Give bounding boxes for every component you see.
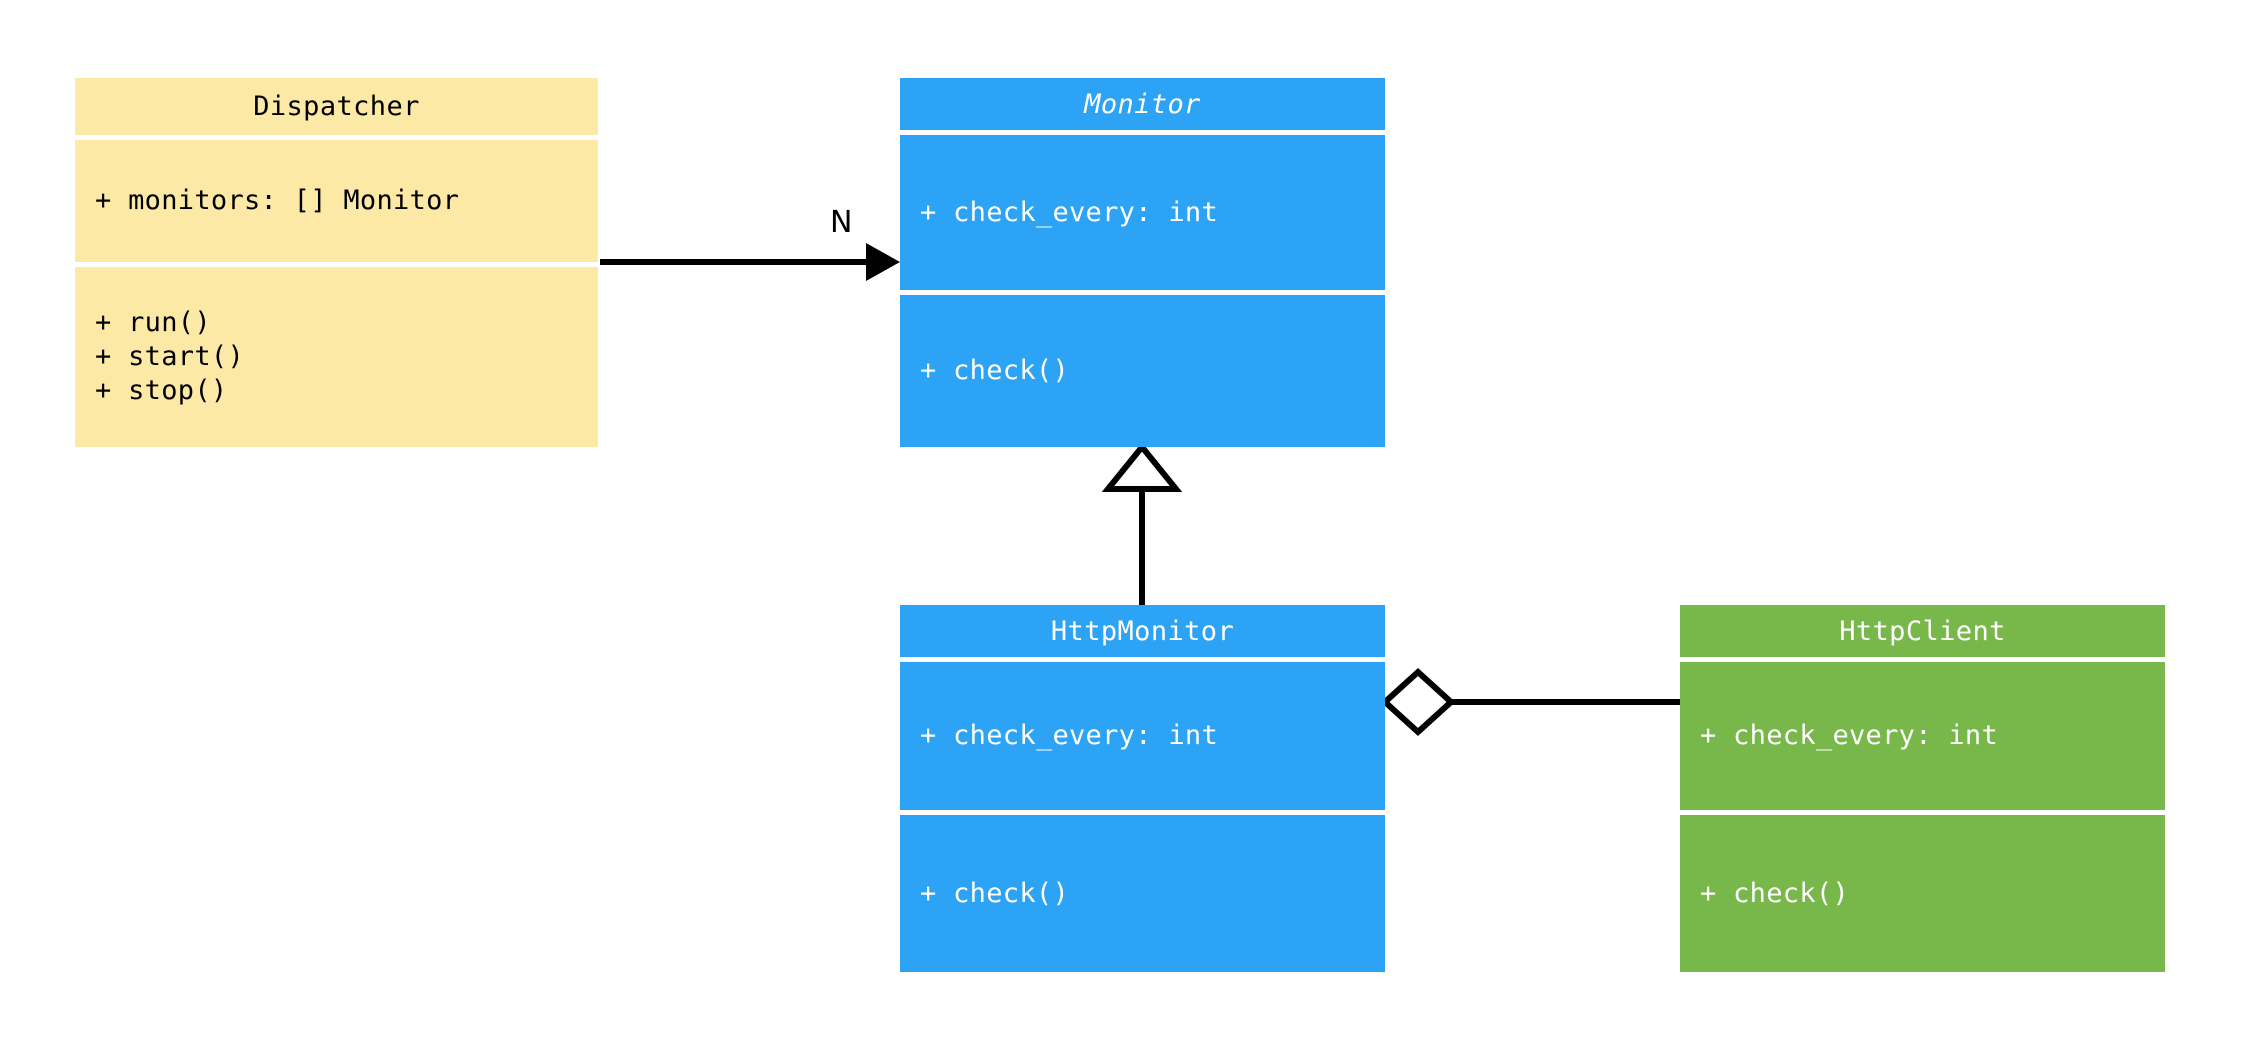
- class-methods-compartment: + check(): [900, 815, 1385, 972]
- class-title-compartment: HttpMonitor: [900, 605, 1385, 657]
- attribute-item: + check_every: int: [920, 720, 1218, 751]
- method-item: + check(): [1700, 877, 1849, 909]
- class-box-dispatcher[interactable]: Dispatcher + monitors: [] Monitor + run(…: [75, 78, 598, 447]
- class-methods-compartment: + check(): [900, 295, 1385, 447]
- filled-arrowhead-icon: [866, 243, 900, 281]
- class-title-compartment: Dispatcher: [75, 78, 598, 135]
- class-title-compartment: Monitor: [900, 78, 1385, 130]
- class-methods-compartment: + run() + start() + stop(): [75, 267, 598, 447]
- association-multiplicity-label: N: [830, 205, 853, 240]
- hollow-diamond-icon: [1380, 667, 1456, 737]
- hollow-triangle-icon: [1101, 442, 1183, 492]
- class-attributes-compartment: + check_every: int: [900, 662, 1385, 810]
- class-name-dispatcher: Dispatcher: [253, 91, 420, 122]
- class-box-monitor[interactable]: Monitor + check_every: int + check(): [900, 78, 1385, 447]
- method-item: + run(): [95, 307, 211, 338]
- attribute-item: + monitors: [] Monitor: [95, 185, 460, 216]
- class-name-monitor: Monitor: [1084, 88, 1201, 120]
- attribute-item: + check_every: int: [1700, 720, 1998, 751]
- method-item: + stop(): [95, 375, 228, 406]
- aggregation-httpmonitor-httpclient: [1380, 667, 1680, 737]
- class-attributes-compartment: + monitors: [] Monitor: [75, 140, 598, 262]
- class-name-http-client: HttpClient: [1839, 615, 2006, 647]
- association-dispatcher-monitor: [600, 243, 900, 281]
- class-box-http-client[interactable]: HttpClient + check_every: int + check(): [1680, 605, 2165, 972]
- class-attributes-compartment: + check_every: int: [900, 135, 1385, 290]
- class-name-http-monitor: HttpMonitor: [1050, 615, 1235, 647]
- class-methods-compartment: + check(): [1680, 815, 2165, 972]
- class-attributes-compartment: + check_every: int: [1680, 662, 2165, 810]
- method-item: + start(): [95, 341, 244, 372]
- method-item: + check(): [920, 355, 1069, 386]
- class-box-http-monitor[interactable]: HttpMonitor + check_every: int + check(): [900, 605, 1385, 972]
- generalization-httpmonitor-monitor: [1101, 442, 1183, 605]
- attribute-item: + check_every: int: [920, 196, 1218, 228]
- class-title-compartment: HttpClient: [1680, 605, 2165, 657]
- method-item: + check(): [920, 877, 1069, 909]
